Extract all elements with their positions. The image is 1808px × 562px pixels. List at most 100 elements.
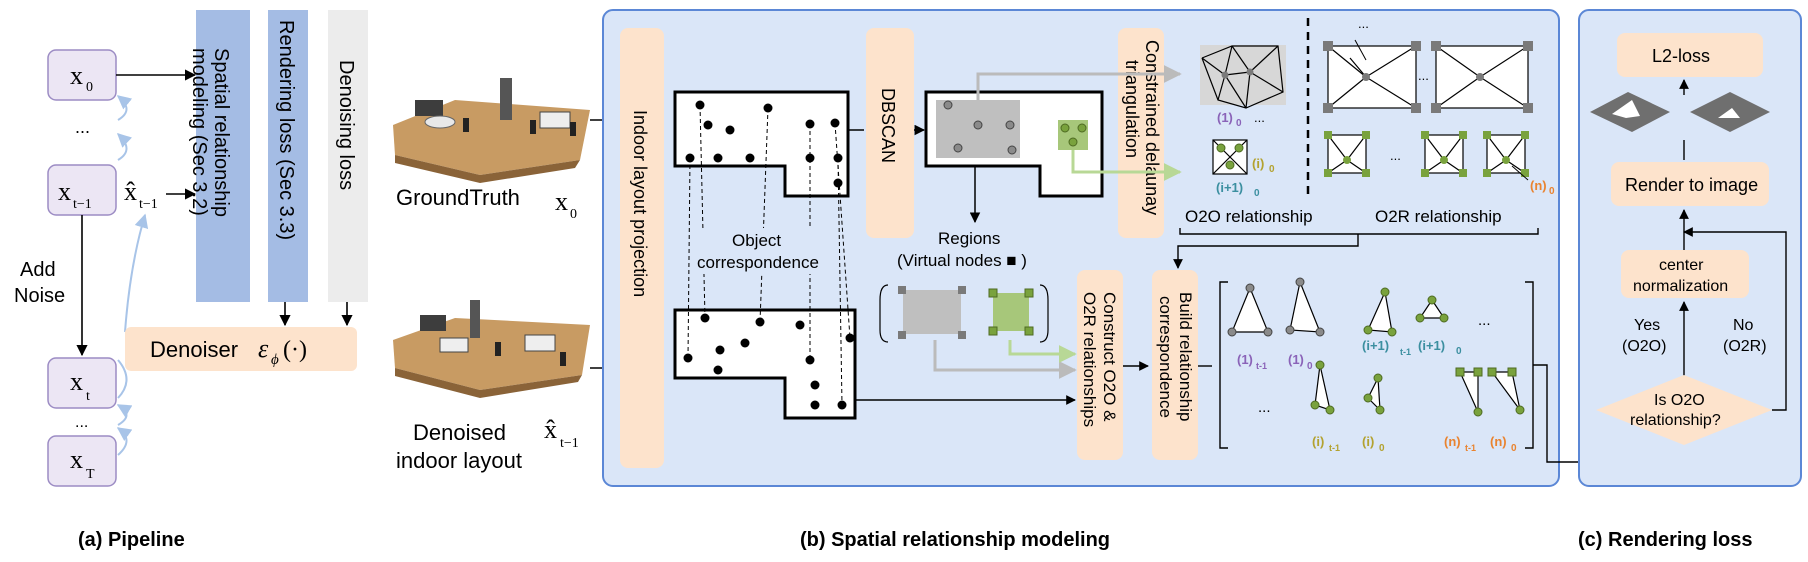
svg-text:L2-loss: L2-loss <box>1652 46 1710 66</box>
object-correspondence-label: Object correspondence <box>695 228 835 274</box>
node-x0: x 0 <box>47 49 117 101</box>
svg-text:(i): (i) <box>1362 434 1374 449</box>
node-xt-1: x t−1 <box>47 164 117 216</box>
svg-text:(i+1): (i+1) <box>1216 180 1243 195</box>
no-arrow <box>1683 227 1787 411</box>
svg-text:t-1: t-1 <box>1329 443 1340 453</box>
xt-label: x <box>70 367 83 396</box>
caption-pipeline: (a) Pipeline <box>78 529 185 551</box>
svg-text:indoor layout: indoor layout <box>396 448 522 473</box>
svg-text:0: 0 <box>1307 361 1313 372</box>
reverse-arrows <box>116 95 149 456</box>
svg-text:GroundTruth: GroundTruth <box>396 185 520 210</box>
svg-text:(1): (1) <box>1217 110 1233 125</box>
svg-text:center: center <box>1659 257 1704 274</box>
bar-spatial-modeling: Spatial relationship modeling (Sec 3.2) <box>188 10 250 302</box>
denoiser-box: Denoiser ε ϕ (·) <box>125 327 357 371</box>
correspondence-set: ... ... (1) t-1 (1) 0 (i+1) t-1 (i+1) 0 … <box>1219 277 1534 454</box>
rendered-shapes <box>1590 92 1770 132</box>
svg-text:Build relationship: Build relationship <box>1176 292 1195 421</box>
svg-text:(i): (i) <box>1252 156 1264 171</box>
svg-text:(i+1): (i+1) <box>1418 338 1445 353</box>
xt1-sub: t−1 <box>73 197 92 212</box>
svg-text:...: ... <box>1478 312 1491 329</box>
svg-text:...: ... <box>1254 110 1265 125</box>
construct-box: Construct O2O & O2R relationships <box>1077 270 1123 460</box>
floorplan-gt <box>673 90 850 198</box>
denoiser-symbol: ε <box>258 334 269 363</box>
svg-text:...: ... <box>1358 16 1369 31</box>
cdt-box: Constrained delaunay triangulation <box>1118 28 1164 238</box>
denoiser-sub: ϕ <box>271 352 279 368</box>
svg-text:Is O2O: Is O2O <box>1654 392 1705 409</box>
xhat-sub: t−1 <box>139 197 158 212</box>
svg-text:0: 0 <box>1511 443 1517 454</box>
svg-text:0: 0 <box>1379 443 1385 454</box>
denoiser-arg: (·) <box>283 337 307 363</box>
denoised-room-image <box>393 300 590 398</box>
svg-text:Constrained delaunay: Constrained delaunay <box>1142 40 1162 215</box>
svg-text:Rendering loss (Sec 3.3): Rendering loss (Sec 3.3) <box>275 20 297 240</box>
svg-text:...: ... <box>1418 68 1429 83</box>
gt-caption: GroundTruth x 0 <box>396 185 577 222</box>
svg-text:Render to image: Render to image <box>1625 175 1758 195</box>
svg-text:(i+1): (i+1) <box>1362 338 1389 353</box>
svg-text:x̂: x̂ <box>544 415 557 444</box>
svg-text:(n): (n) <box>1444 434 1461 449</box>
rendering-section: L2-loss Render to image center normaliza… <box>1578 9 1802 551</box>
svg-text:t-1: t-1 <box>1256 361 1267 371</box>
svg-text:(O2R): (O2R) <box>1723 338 1767 355</box>
svg-text:t-1: t-1 <box>1465 443 1476 453</box>
relation-bracket <box>1173 228 1539 269</box>
svg-text:No: No <box>1733 317 1754 334</box>
svg-text:Yes: Yes <box>1634 317 1660 334</box>
spatial-section: Indoor layout projection DBSCAN Constrai… <box>602 9 1560 551</box>
correspondence-lines <box>687 104 851 406</box>
svg-text:(1): (1) <box>1237 352 1253 367</box>
indoor-projection-box: Indoor layout projection <box>620 28 664 468</box>
svg-text:(O2O): (O2O) <box>1622 338 1666 355</box>
svg-text:Noise: Noise <box>14 285 65 307</box>
o2r-regions: ... ... <box>1323 16 1555 197</box>
dbscan-box: DBSCAN <box>866 28 914 238</box>
dots-top: ... <box>75 117 90 137</box>
svg-text:Indoor layout projection: Indoor layout projection <box>630 110 650 297</box>
xt1-label: x <box>58 177 71 206</box>
bar-denoising-loss: Denoising loss <box>328 10 368 302</box>
dbscan-result-plan <box>924 90 1104 198</box>
xhat-label-group: x̂ t−1 <box>124 177 158 212</box>
o2o-triangulation: (1) 0 ... (i) 0 (i+1) 0 <box>1200 45 1286 199</box>
denoised-regions <box>879 284 1077 379</box>
xt-sub: t <box>86 389 90 404</box>
render-box: Render to image <box>1611 162 1769 206</box>
svg-text:DBSCAN: DBSCAN <box>878 88 898 163</box>
x0-label: x <box>70 61 83 90</box>
svg-text:t-1: t-1 <box>1400 347 1411 357</box>
svg-text:Regions: Regions <box>938 229 1000 248</box>
svg-text:(n): (n) <box>1530 178 1547 193</box>
svg-text:normalization: normalization <box>1633 278 1728 295</box>
no-label: No (O2R) <box>1723 317 1767 355</box>
node-xT: x T <box>47 435 117 487</box>
o2o-label: O2O relationship <box>1185 207 1313 226</box>
yes-label: Yes (O2O) <box>1622 317 1666 355</box>
regions-label: Regions (Virtual nodes ■ ) <box>897 229 1027 270</box>
svg-text:(Virtual nodes ■ ): (Virtual nodes ■ ) <box>897 251 1027 270</box>
svg-text:O2R relationships: O2R relationships <box>1080 292 1099 427</box>
dots-bottom: ... <box>75 414 88 431</box>
green-region-arrow <box>1071 150 1182 181</box>
caption-rendering: (c) Rendering loss <box>1578 529 1752 551</box>
forward-arrows <box>76 69 353 357</box>
svg-text:0: 0 <box>1269 164 1275 175</box>
svg-text:Denoised: Denoised <box>413 420 506 445</box>
bar-rendering-loss: Rendering loss (Sec 3.3) <box>268 10 308 302</box>
svg-text:correspondence: correspondence <box>697 253 819 272</box>
gray-region-arrow <box>976 65 1182 100</box>
center-normalization-box: center normalization <box>1621 250 1749 298</box>
xT-sub: T <box>86 467 95 482</box>
svg-text:triangulation: triangulation <box>1122 60 1142 158</box>
svg-text:correspondence: correspondence <box>1156 296 1175 418</box>
groundtruth-room-image <box>393 78 590 183</box>
svg-text:0: 0 <box>1549 186 1555 197</box>
